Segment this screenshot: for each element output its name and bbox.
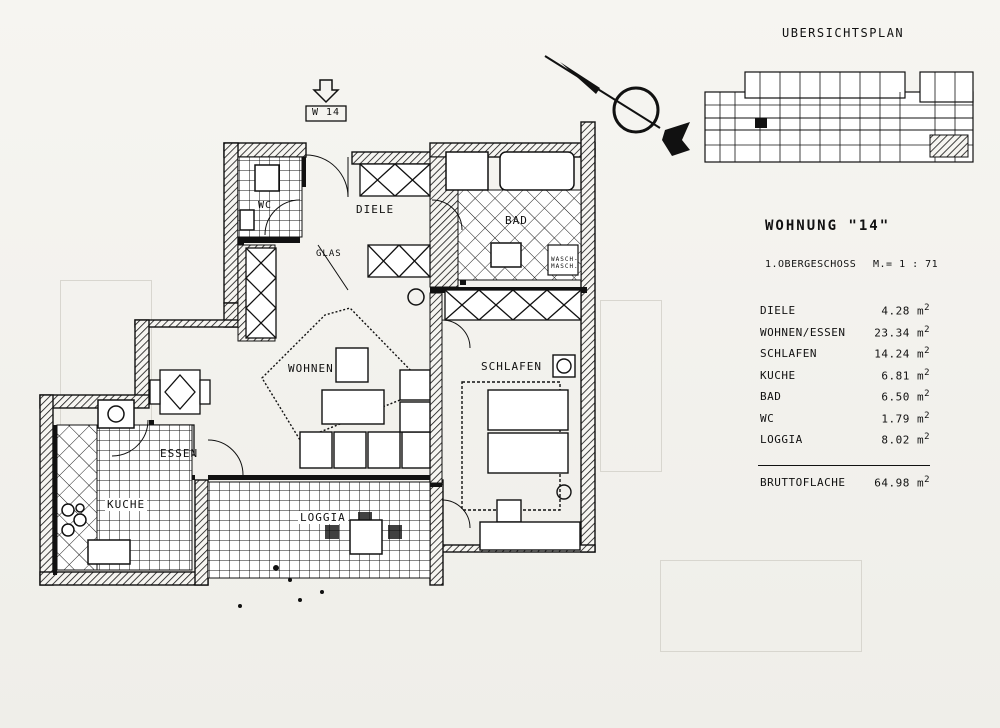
door-swings xyxy=(111,154,471,529)
room-label-kuche: KUCHE xyxy=(105,498,148,511)
room-label-bad: BAD xyxy=(505,214,528,227)
ceiling-light-icon xyxy=(407,288,425,306)
bedroom-furniture xyxy=(461,354,581,551)
room-label-waschmasch: WASCH- MASCH. xyxy=(551,256,579,270)
entrance-tag: W 14 xyxy=(312,107,341,118)
entrance-marker xyxy=(305,79,347,122)
room-label-loggia: LOGGIA xyxy=(298,511,348,524)
overview-label: UBERSICHTSPLAN xyxy=(782,26,905,40)
floor-label: 1.OBERGESCHOSS xyxy=(765,259,857,270)
bath-sink xyxy=(490,242,522,268)
living-furniture xyxy=(261,307,431,469)
bathtub xyxy=(499,151,575,191)
wc-basin xyxy=(254,164,280,192)
room-label-wohnen: WOHNEN xyxy=(288,362,334,375)
unit-title: WOHNUNG "14" xyxy=(765,218,891,234)
loggia-table xyxy=(349,519,383,555)
dining-set xyxy=(149,369,211,415)
room-label-glas: GLAS xyxy=(316,249,342,259)
room-label-wc: WC xyxy=(258,200,273,211)
ghost-outline-bottom xyxy=(660,560,862,652)
room-label-diele: DIELE xyxy=(356,203,395,216)
wc-toilet xyxy=(239,209,255,231)
stove-icon xyxy=(61,503,87,537)
total-divider xyxy=(758,465,930,466)
total-area-row: BRUTTOFLACHE 64.98 m2 xyxy=(760,475,930,491)
washing-machine xyxy=(547,244,579,276)
north-compass-icon xyxy=(544,55,690,156)
ghost-outline-right xyxy=(600,300,662,472)
overview-mini-plan xyxy=(704,71,974,163)
kitchen-sink xyxy=(87,539,131,565)
loggia-debris xyxy=(238,565,324,608)
scale-label: M.= 1 : 71 xyxy=(873,259,939,270)
room-label-essen: ESSEN xyxy=(160,447,199,460)
shower-tray xyxy=(445,151,489,191)
room-label-schlafen: SCHLAFEN xyxy=(481,360,542,373)
